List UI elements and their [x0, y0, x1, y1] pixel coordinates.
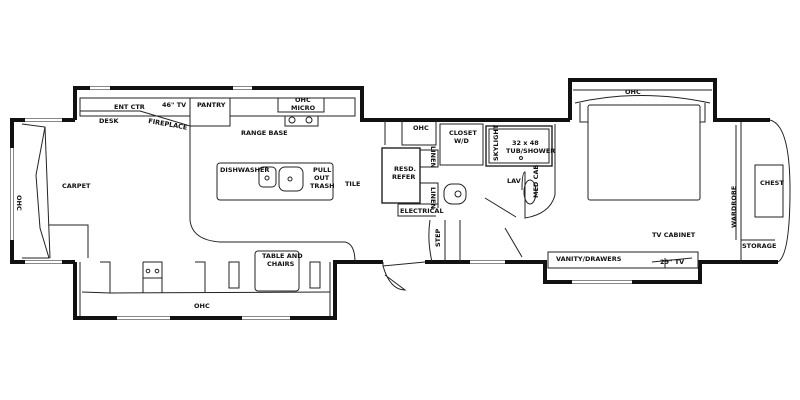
label-pantry: PANTRY	[197, 101, 226, 109]
label-step: STEP	[434, 228, 442, 247]
label-trash: TRASH	[310, 182, 335, 190]
label-table-chairs: TABLE AND	[262, 252, 303, 260]
label-skylight: SKYLIGHT	[492, 124, 500, 161]
label-lav: LAV	[507, 177, 521, 185]
label-tile: TILE	[345, 180, 360, 188]
label-dishwasher: DISHWASHER	[220, 166, 269, 174]
label-ohc-rear: OHC	[15, 195, 23, 211]
label-ohc-hall: OHC	[413, 124, 429, 132]
label-refer: REFER	[392, 173, 415, 181]
label-closet: CLOSET	[449, 129, 477, 137]
label-29-tv: 29" TV	[660, 258, 684, 266]
label-linen-2: LINEN	[429, 187, 437, 209]
label-ohc-bedroom: OHC	[625, 88, 641, 96]
label-chairs: CHAIRS	[267, 260, 295, 268]
label-out: OUT	[314, 174, 330, 182]
label-tub-shower: TUB/SHOWER	[506, 147, 555, 155]
label-electrical: ELECTRICAL	[400, 207, 444, 215]
label-ohc-micro-2: MICRO	[291, 104, 316, 112]
label-linen-1: LINEN	[429, 146, 437, 168]
label-tv-cabinet: TV CABINET	[652, 231, 696, 239]
label-46-tv: 46" TV	[162, 101, 186, 109]
label-ohc-bottom: OHC	[194, 302, 210, 310]
label-chest: CHEST	[760, 179, 784, 187]
label-ent-ctr: ENT CTR	[114, 103, 145, 111]
label-range-base: RANGE BASE	[241, 129, 288, 137]
label-wardrobe: WARDROBE	[730, 186, 738, 228]
label-vanity: VANITY/DRAWERS	[556, 255, 622, 263]
label-carpet: CARPET	[62, 182, 91, 190]
label-ohc-micro: OHC	[295, 96, 311, 104]
label-wd: W/D	[454, 137, 470, 145]
exterior-walls	[10, 78, 791, 320]
label-desk: DESK	[99, 117, 120, 125]
label-storage: STORAGE	[742, 242, 776, 250]
label-tub-size: 32 x 48	[512, 139, 539, 147]
label-med-cab: MED CAB	[532, 165, 540, 198]
label-resd: RESD.	[394, 165, 416, 173]
label-pull: PULL	[313, 166, 331, 174]
